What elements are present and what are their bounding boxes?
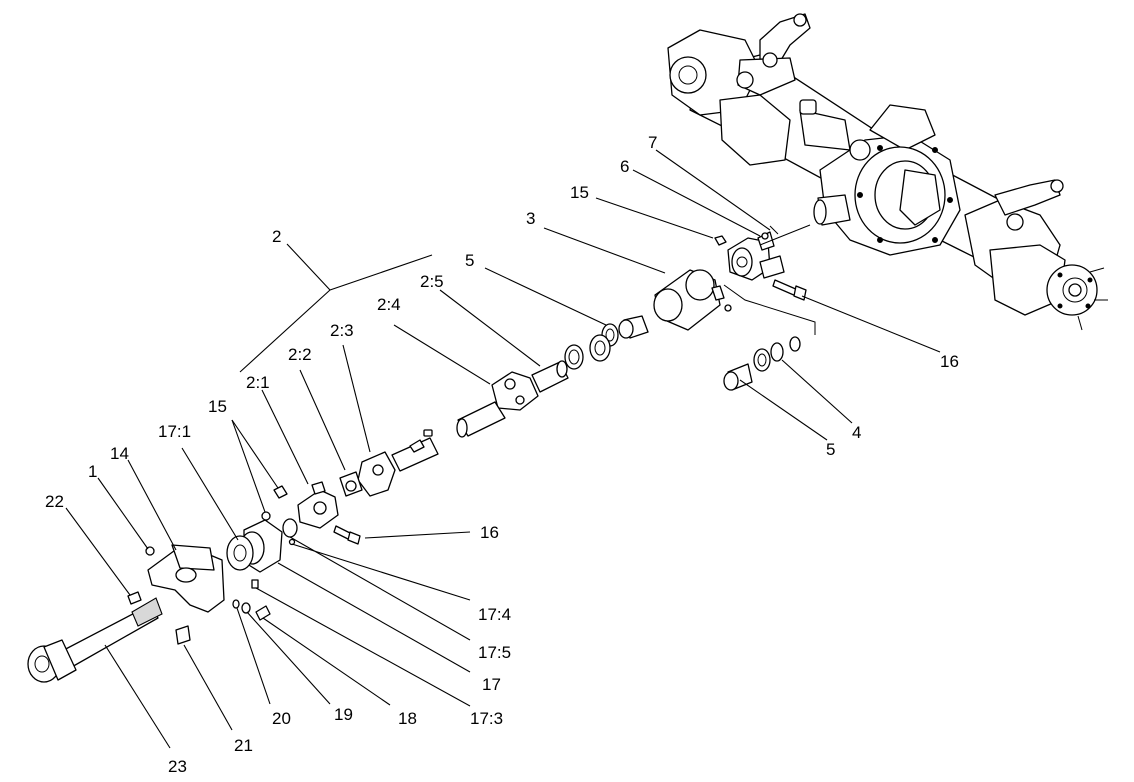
callout-15-lower: 15 bbox=[208, 397, 227, 416]
callout-6: 6 bbox=[620, 157, 629, 176]
callout-4: 4 bbox=[852, 423, 861, 442]
pinion-flange-group bbox=[714, 224, 811, 301]
shaft-cover-group bbox=[564, 269, 816, 391]
front-bracket-group bbox=[27, 511, 298, 683]
callout-21: 21 bbox=[234, 736, 253, 755]
callout-17-3: 17:3 bbox=[470, 709, 503, 728]
callout-17-1: 17:1 bbox=[158, 422, 191, 441]
leader-lines bbox=[65, 149, 941, 749]
callout-17: 17 bbox=[482, 675, 501, 694]
callout-2-4: 2:4 bbox=[377, 295, 401, 314]
callout-22: 22 bbox=[45, 492, 64, 511]
axle-assembly bbox=[667, 13, 1108, 331]
callout-3: 3 bbox=[526, 209, 535, 228]
callout-14: 14 bbox=[110, 444, 129, 463]
callout-2-1: 2:1 bbox=[246, 373, 270, 392]
callout-19: 19 bbox=[334, 705, 353, 724]
callout-1: 1 bbox=[88, 462, 97, 481]
callout-16-right: 16 bbox=[940, 352, 959, 371]
driveshaft-group bbox=[273, 360, 569, 545]
callout-18: 18 bbox=[398, 709, 417, 728]
callout-2-3: 2:3 bbox=[330, 321, 354, 340]
callout-5-lower: 5 bbox=[826, 440, 835, 459]
callout-2: 2 bbox=[272, 227, 281, 246]
callout-16-middle: 16 bbox=[480, 523, 499, 542]
callout-23: 23 bbox=[168, 757, 187, 776]
callout-2-5: 2:5 bbox=[420, 272, 444, 291]
callout-5-upper: 5 bbox=[465, 251, 474, 270]
callout-7: 7 bbox=[648, 133, 657, 152]
callout-2-2: 2:2 bbox=[288, 345, 312, 364]
callout-15-upper: 15 bbox=[570, 183, 589, 202]
callout-17-4: 17:4 bbox=[478, 605, 511, 624]
callout-20: 20 bbox=[272, 709, 291, 728]
callout-17-5: 17:5 bbox=[478, 643, 511, 662]
callout-labels: 2 7 6 15 3 5 2:5 2:4 2:3 2:2 2:1 15 17:1… bbox=[45, 133, 959, 776]
